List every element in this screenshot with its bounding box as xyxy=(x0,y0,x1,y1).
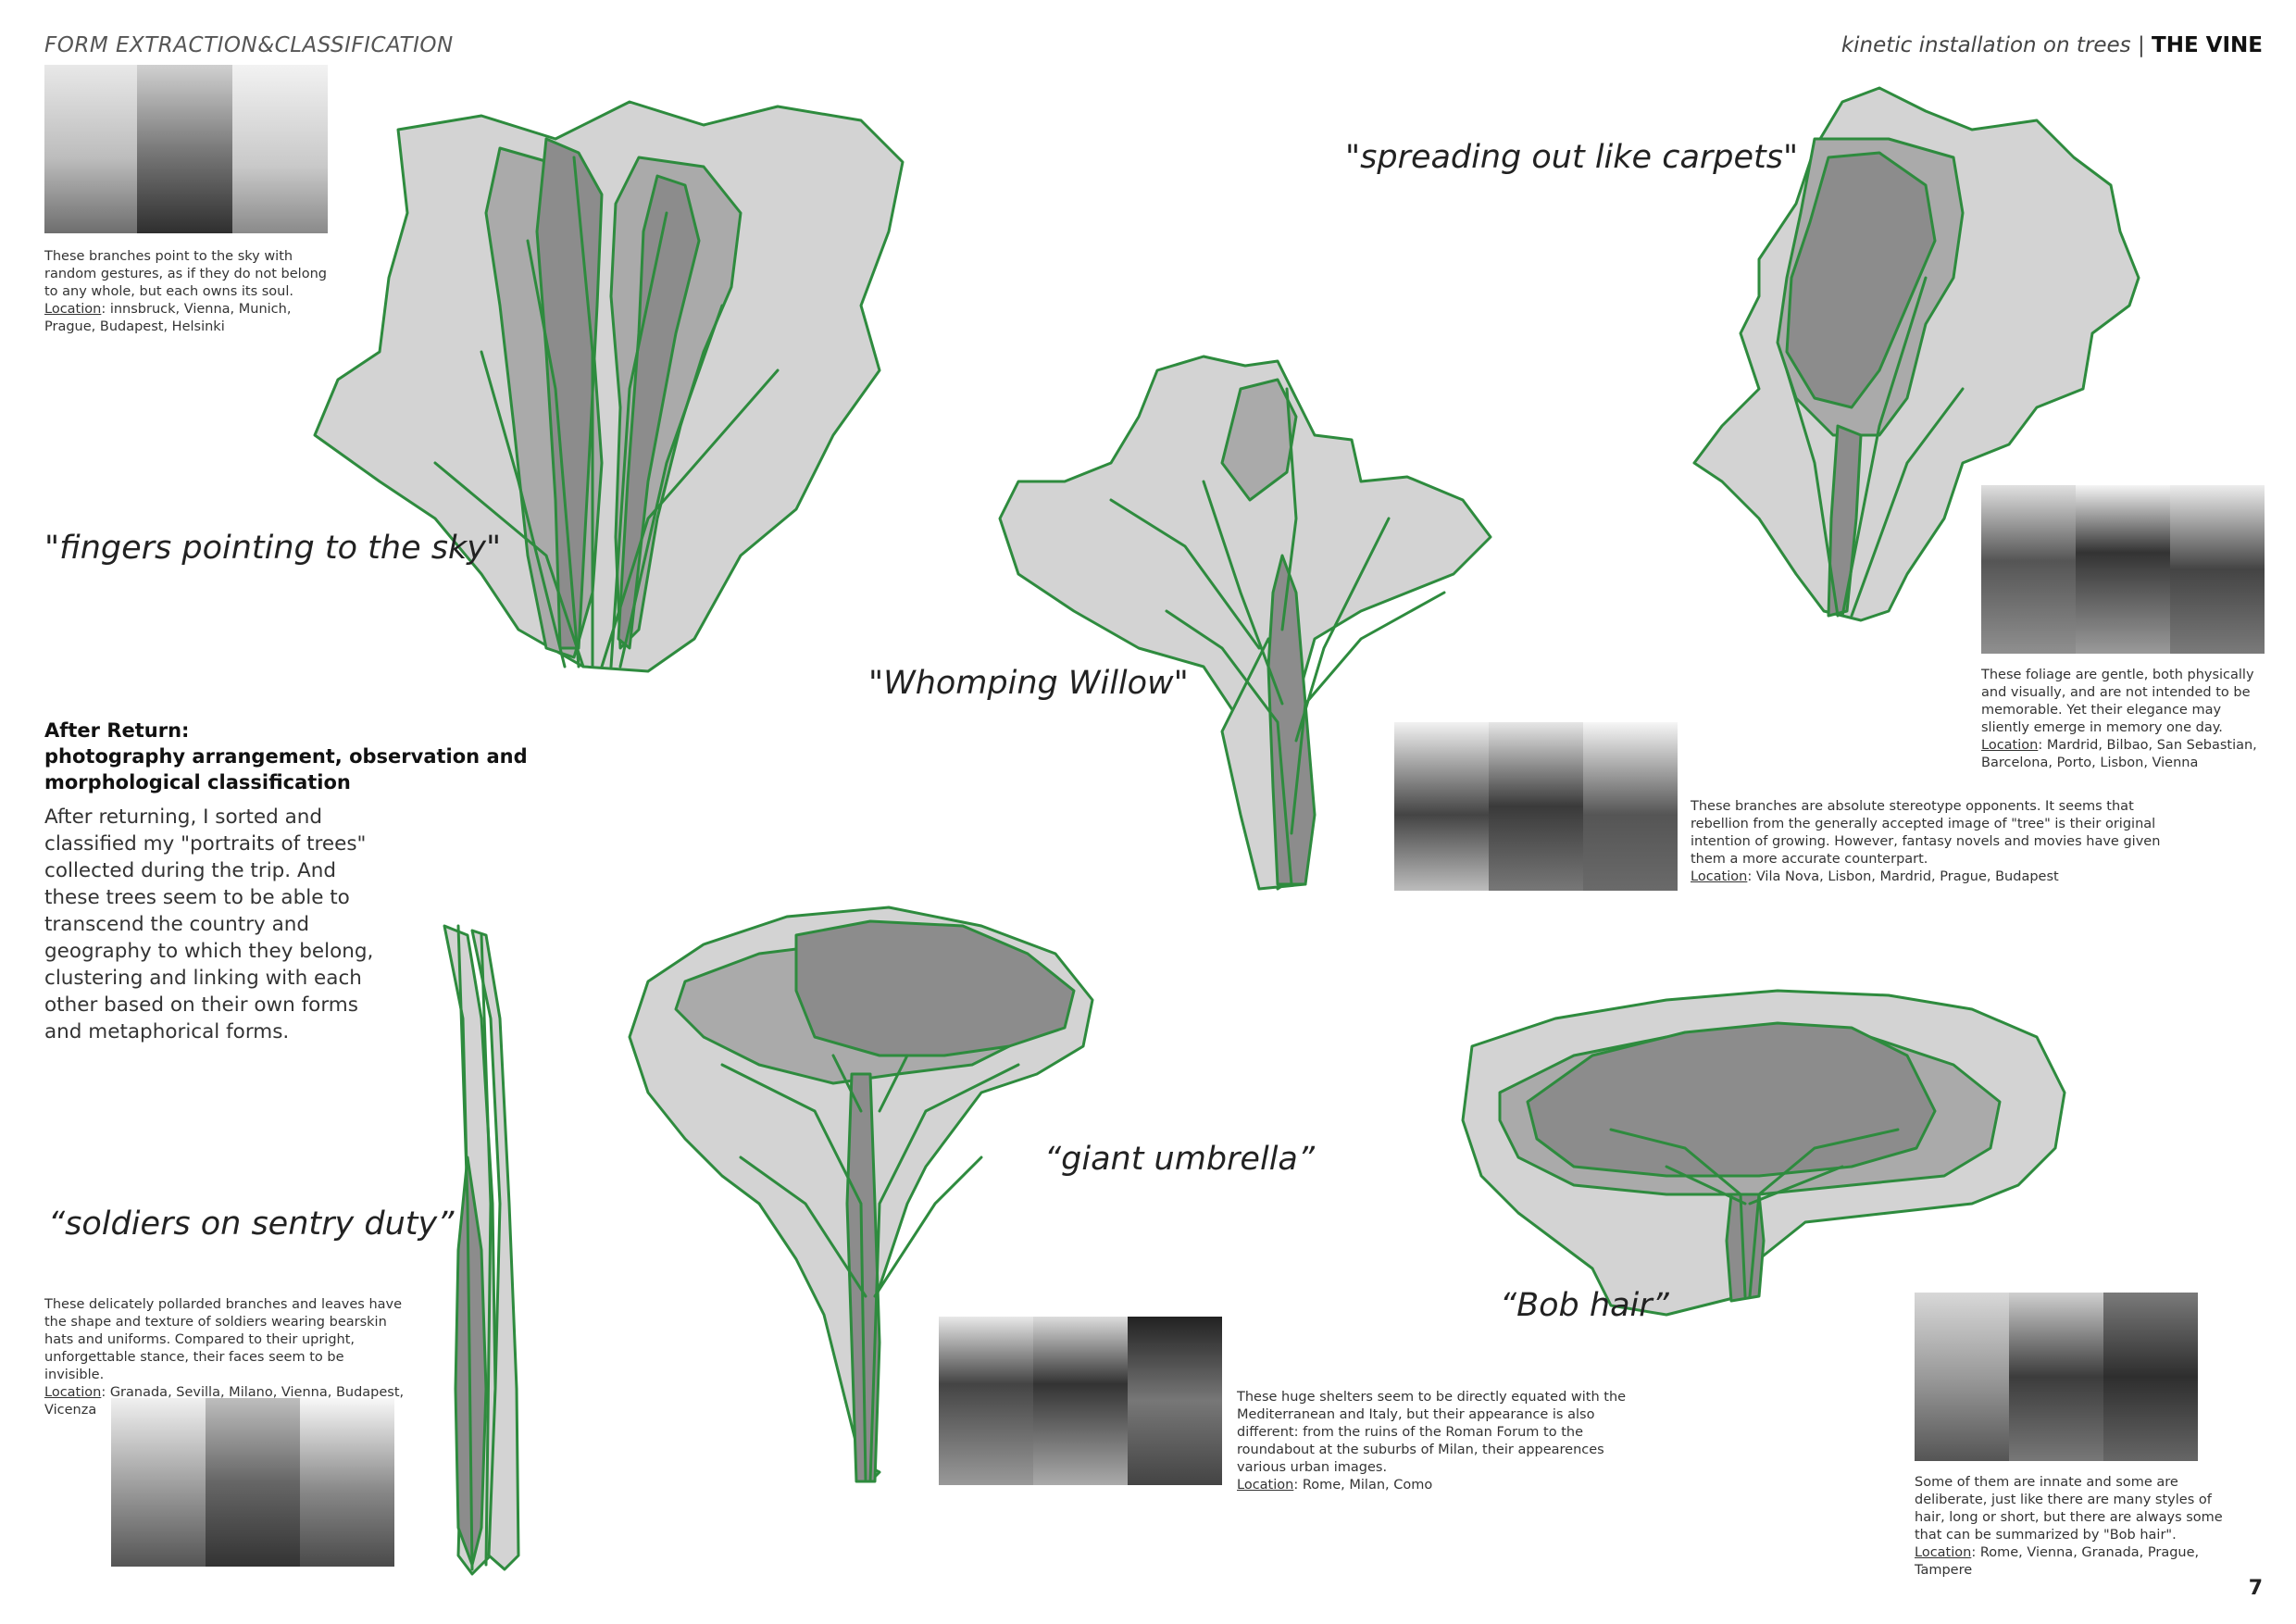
photo xyxy=(1583,722,1678,891)
location-label: Location xyxy=(1237,1478,1294,1493)
location-text: : Mardrid, Bilbao, San Sebastian, Barcel… xyxy=(1981,738,2257,770)
caption-text: These huge shelters seem to be directly … xyxy=(1237,1390,1627,1475)
fingers-tree-silhouette xyxy=(313,100,905,673)
photo-strip-soldiers xyxy=(111,1398,394,1567)
photo xyxy=(1915,1293,2009,1461)
caption-umbrella: These huge shelters seem to be directly … xyxy=(1237,1389,1644,1494)
intro-title-line: morphological classification xyxy=(44,771,351,793)
quote-carpets: "spreading out like carpets" xyxy=(1345,139,1799,176)
quote-bob: “Bob hair” xyxy=(1500,1287,1669,1324)
photo xyxy=(1128,1317,1222,1485)
location-text: : Rome, Milan, Como xyxy=(1293,1478,1433,1493)
location-label: Location xyxy=(44,1385,102,1400)
location-label: Location xyxy=(1691,869,1748,884)
location-text: : Vila Nova, Lisbon, Mardrid, Prague, Bu… xyxy=(1747,869,2059,884)
photo xyxy=(1981,485,2076,654)
caption-text: These foliage are gentle, both physicall… xyxy=(1981,668,2254,735)
location-text: : Rome, Vienna, Granada, Prague, Tampere xyxy=(1915,1545,2200,1578)
photo-strip-fingers xyxy=(44,65,328,233)
bob-tree-silhouette xyxy=(1461,989,2066,1317)
caption-text: These delicately pollarded branches and … xyxy=(44,1297,403,1382)
quote-fingers: "fingers pointing to the sky" xyxy=(44,530,502,567)
photo-strip-carpets xyxy=(1981,485,2265,654)
photo xyxy=(2103,1293,2198,1461)
willow-tree-silhouette xyxy=(998,355,1492,891)
location-label: Location xyxy=(1915,1545,1972,1560)
photo-strip-willow xyxy=(1394,722,1678,891)
photo xyxy=(2009,1293,2103,1461)
photo xyxy=(137,65,232,233)
quote-willow: "Whomping Willow" xyxy=(868,665,1189,702)
photo xyxy=(300,1398,394,1567)
photo xyxy=(206,1398,300,1567)
intro-title-line: After Return: xyxy=(44,719,190,742)
caption-carpets: These foliage are gentle, both physicall… xyxy=(1981,667,2259,772)
soldiers-tree-silhouette xyxy=(443,924,520,1576)
quote-soldiers: “soldiers on sentry duty” xyxy=(48,1206,455,1243)
intro-title-line: photography arrangement, observation and xyxy=(44,745,528,768)
project-header: kinetic installation on trees | THE VINE xyxy=(1841,33,2263,57)
location-label: Location xyxy=(1981,738,2039,753)
photo xyxy=(2076,485,2170,654)
caption-fingers: These branches point to the sky with ran… xyxy=(44,248,341,336)
photo xyxy=(111,1398,206,1567)
photo xyxy=(1489,722,1583,891)
carpets-tree-silhouette xyxy=(1692,86,2140,622)
photo xyxy=(1033,1317,1128,1485)
caption-soldiers: These delicately pollarded branches and … xyxy=(44,1296,406,1419)
photo-strip-bob xyxy=(1915,1293,2198,1461)
photo-strip-umbrella xyxy=(939,1317,1222,1485)
intro-body: After returning, I sorted and classified… xyxy=(44,806,374,1043)
photo xyxy=(2170,485,2265,654)
photo xyxy=(232,65,328,233)
location-label: Location xyxy=(44,302,102,317)
section-title: FORM EXTRACTION&CLASSIFICATION xyxy=(44,33,454,57)
caption-text: These branches are absolute stereotype o… xyxy=(1691,799,2161,867)
photo xyxy=(1394,722,1489,891)
intro-title: After Return: photography arrangement, o… xyxy=(44,718,528,795)
caption-text: Some of them are innate and some are del… xyxy=(1915,1475,2223,1543)
photo xyxy=(44,65,137,233)
caption-willow: These branches are absolute stereotype o… xyxy=(1691,798,2181,886)
umbrella-tree-silhouette xyxy=(628,906,1094,1483)
quote-umbrella: “giant umbrella” xyxy=(1044,1141,1315,1178)
header-separator: | xyxy=(2137,33,2145,57)
project-subtitle: kinetic installation on trees xyxy=(1841,33,2131,57)
location-text: : Granada, Sevilla, Milano, Vienna, Buda… xyxy=(44,1385,405,1418)
location-text: : innsbruck, Vienna, Munich, Prague, Bud… xyxy=(44,302,292,334)
project-name: THE VINE xyxy=(2152,33,2263,57)
caption-bob: Some of them are innate and some are del… xyxy=(1915,1474,2239,1580)
photo xyxy=(939,1317,1033,1485)
page-number: 7 xyxy=(2248,1577,2263,1600)
caption-text: These branches point to the sky with ran… xyxy=(44,249,327,299)
